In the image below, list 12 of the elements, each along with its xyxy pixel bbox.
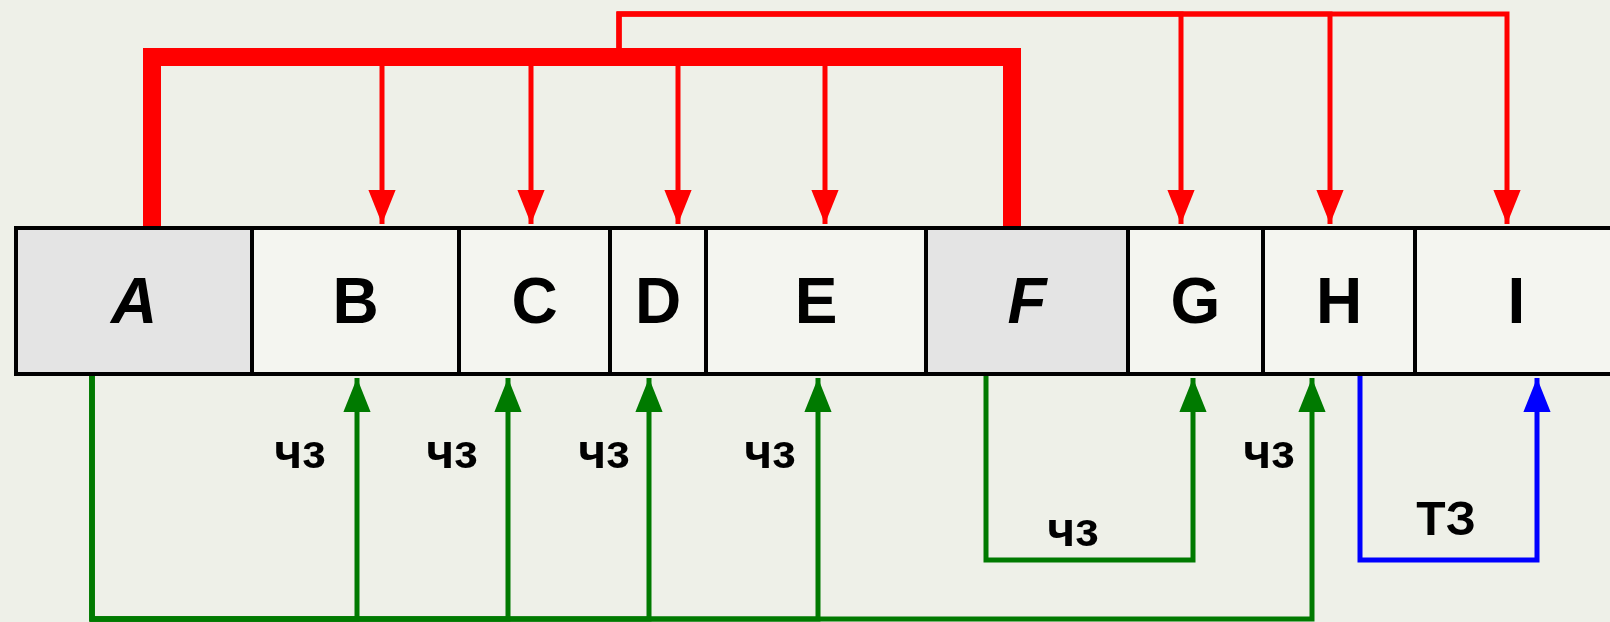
edge-label: чз [1243,428,1295,476]
edge-label: чз [578,428,630,476]
arrow [616,11,1521,226]
edge-label: чз [426,428,478,476]
arrow [89,376,1326,622]
arrow [983,376,1207,563]
edge-label: чз [1047,506,1099,554]
edge-label: ТЗ [1416,495,1476,543]
edge-label: чз [744,428,796,476]
arrow [1357,376,1551,563]
edge-label: чз [274,428,326,476]
connector-line [143,48,1021,226]
